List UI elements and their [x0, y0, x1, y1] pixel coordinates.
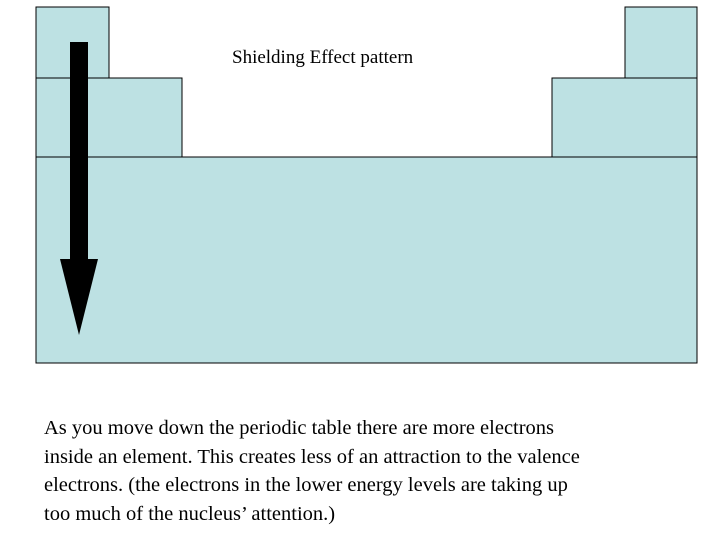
table-block-second-left — [35, 77, 183, 158]
arrow-head — [60, 259, 98, 335]
table-block-second-right — [551, 77, 698, 158]
arrow-shaft — [70, 42, 88, 262]
caption-line: too much of the nucleus’ attention.) — [44, 502, 336, 525]
down-arrow-icon — [60, 42, 98, 335]
caption-line: electrons. (the electrons in the lower e… — [44, 474, 568, 496]
table-block-top-right — [624, 6, 698, 79]
diagram-title: Shielding Effect pattern — [232, 47, 414, 68]
caption-line: As you move down the periodic table ther… — [44, 417, 555, 439]
caption-paragraph: As you move down the periodic table ther… — [44, 414, 714, 528]
caption-line: inside an element. This creates less of … — [44, 445, 580, 468]
table-block-main-body — [35, 156, 698, 364]
